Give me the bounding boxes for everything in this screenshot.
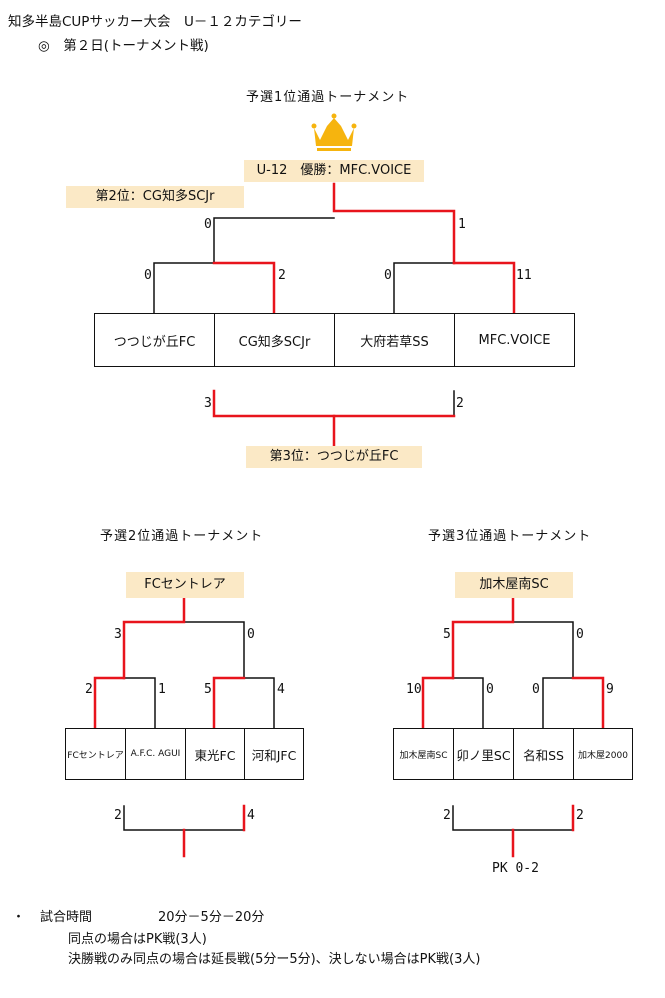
page-subtitle: ◎ 第２日(トーナメント戦) [38, 38, 209, 54]
second-team-3: 東光FC [185, 728, 245, 780]
third-third-left-line [452, 805, 574, 831]
second-team-4: 河和JFC [244, 728, 304, 780]
second-r1-right-a-line [212, 676, 246, 730]
third-final-right-line [512, 621, 574, 679]
main-final-right-line [332, 182, 456, 265]
third-r1-left-a-score: 10 [406, 682, 422, 697]
main-r1-left-a-score: 0 [144, 268, 152, 283]
third-team-2: 卯ノ里SC [453, 728, 514, 780]
main-third-right-score: 2 [456, 396, 464, 411]
main-r1-left-b-line [212, 261, 276, 315]
third-r1-right-b-line [571, 676, 605, 730]
main-team-4: MFC.VOICE [454, 313, 575, 367]
third-place-label: 第3位：つつじが丘FC [246, 446, 422, 468]
third-final-left-line [451, 596, 515, 680]
second-r1-right-b-line [243, 677, 275, 729]
page-title: 知多半島CUPサッカー大会 U－１２カテゴリー [8, 14, 302, 30]
main-r1-left-a-line [153, 262, 215, 314]
third-final-right-score: 0 [576, 627, 584, 642]
main-final-left-line [213, 217, 335, 264]
third-final-left-score: 5 [443, 627, 451, 642]
second-r1-right-b-score: 4 [277, 682, 285, 697]
third-r1-left-b-score: 0 [486, 682, 494, 697]
main-team-1: つつじが丘FC [94, 313, 215, 367]
third-r1-right-b-score: 9 [606, 682, 614, 697]
notes-match-time: 20分－5分－20分 [158, 910, 265, 925]
second-third-left-line [123, 805, 245, 831]
notes-label: 試合時間 [40, 910, 93, 925]
third-pk-note: PK 0-2 [492, 861, 539, 876]
third-bracket-winner: 加木屋南SC [455, 572, 573, 598]
third-team-3: 名和SS [513, 728, 574, 780]
main-r1-right-a-line [393, 262, 455, 314]
second-bracket-winner: FCセントレア [126, 572, 244, 598]
second-third-left-score: 2 [114, 808, 122, 823]
notes-final-rule: 決勝戦のみ同点の場合は延長戦(5分ー5分)、決しない場合はPK戦(3人) [68, 952, 481, 967]
third-third-left-score: 2 [443, 808, 451, 823]
second-r1-left-a-score: 2 [85, 682, 93, 697]
second-r1-right-a-score: 5 [204, 682, 212, 697]
notes-bullet: ・ [12, 910, 26, 925]
main-r1-left-b-score: 2 [278, 268, 286, 283]
third-r1-right-a-score: 0 [532, 682, 540, 697]
notes-tie-rule: 同点の場合はPK戦(3人) [68, 932, 207, 947]
third-r1-right-a-line [542, 677, 574, 729]
second-third-right-score: 4 [247, 808, 255, 823]
main-bracket-lines [153, 182, 516, 448]
main-third-left-score: 3 [204, 396, 212, 411]
second-bracket-title: 予選2位通過トーナメント [100, 529, 264, 544]
main-third-left-line [212, 389, 456, 418]
second-final-right-score: 0 [247, 627, 255, 642]
crown-icon [311, 113, 357, 151]
main-team-3: 大府若草SS [334, 313, 455, 367]
second-place-label: 第2位：CG知多SCJr [66, 186, 244, 208]
main-final-right-score: 1 [458, 217, 466, 232]
third-bracket-lines [421, 596, 605, 858]
main-team-2: CG知多SCJr [214, 313, 335, 367]
champion-label: U-12 優勝：MFC.VOICE [244, 160, 424, 182]
third-team-4: 加木屋2000 [573, 728, 633, 780]
second-team-1: FCセントレア [65, 728, 126, 780]
second-final-left-score: 3 [114, 627, 122, 642]
main-bracket-title: 予選1位通過トーナメント [246, 90, 410, 105]
third-bracket-title: 予選3位通過トーナメント [428, 529, 592, 544]
main-r1-right-a-score: 0 [384, 268, 392, 283]
main-final-left-score: 0 [204, 217, 212, 232]
main-r1-right-b-score: 11 [516, 268, 532, 283]
third-r1-left-a-line [421, 676, 455, 730]
third-team-1: 加木屋南SC [393, 728, 454, 780]
second-r1-left-b-line [123, 677, 156, 729]
second-r1-left-b-score: 1 [158, 682, 166, 697]
third-third-right-score: 2 [576, 808, 584, 823]
second-final-right-line [183, 621, 245, 679]
third-r1-left-b-line [452, 677, 484, 729]
second-bracket-lines [93, 596, 275, 858]
second-r1-left-a-line [93, 676, 126, 730]
main-r1-right-b-line [452, 261, 516, 315]
second-team-2: A.F.C. AGUI [125, 728, 186, 780]
second-final-left-line [122, 596, 186, 680]
